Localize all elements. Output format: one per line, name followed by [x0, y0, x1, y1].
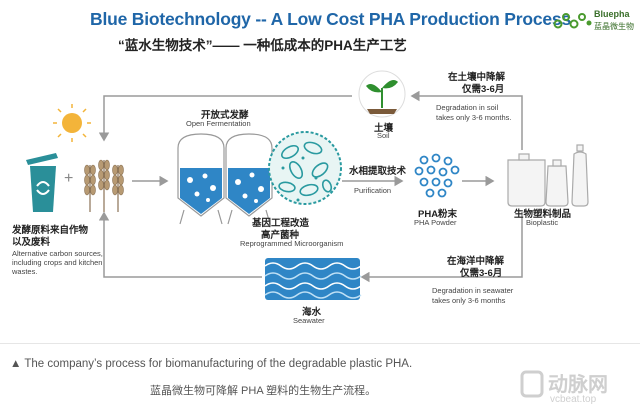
- microorganism-label-cn-2: 高产菌种: [261, 230, 300, 241]
- microorganism-label-cn-1: 基因工程改造: [252, 218, 310, 229]
- fermentation-label-cn: 开放式发酵: [201, 110, 249, 121]
- fermentation-tank-right: [225, 133, 273, 225]
- microorganism-icon: [268, 131, 342, 205]
- caption-english: ▲ The company’s process for biomanufactu…: [10, 358, 413, 370]
- feedstock-label-en-1: Alternative carbon sources,: [12, 249, 103, 258]
- feedstock-label-cn-2: 以及废料: [12, 237, 51, 248]
- loop-arrow-top: [98, 95, 352, 142]
- powder-label-cn: PHA粉末: [418, 209, 458, 220]
- watermark-sub: vcbeat.top: [550, 394, 597, 405]
- title-chinese: “蓝水生物技术”—— 一种低成本的PHA生产工艺: [118, 38, 407, 53]
- logo-name: Bluepha: [594, 9, 630, 19]
- feedstock-label-en-3: wastes.: [12, 267, 38, 276]
- fermentation-tank-left: [177, 133, 225, 225]
- seawater-label-cn: 海水: [302, 307, 322, 318]
- soil-degradation-en-1: Degradation in soil: [436, 103, 499, 112]
- soil-label-en: Soil: [377, 131, 390, 140]
- title-english: Blue Biotechnology -- A Low Cost PHA Pro…: [90, 9, 571, 29]
- microorganism-label-en: Reprogrammed Microorganism: [240, 239, 344, 248]
- pha-powder-icon: [414, 153, 460, 198]
- sun-icon: [53, 104, 91, 142]
- seawater-waves-icon: [264, 258, 362, 300]
- watermark-main: 动脉网: [548, 374, 608, 396]
- bioplastic-bottles-icon: [507, 144, 589, 207]
- soil-plant-icon: [358, 70, 406, 118]
- loop-arrow-bottom: [98, 211, 262, 278]
- powder-label-en: PHA Powder: [414, 218, 457, 227]
- logo-subtitle: 蓝晶微生物: [594, 22, 634, 31]
- soil-degradation-en-2: takes only 3-6 months.: [436, 113, 512, 122]
- caption-divider: [0, 343, 640, 344]
- fermentation-label-en: Open Fermentation: [186, 119, 251, 128]
- soil-degradation-cn-1: 在土壤中降解: [448, 72, 506, 83]
- bioplastic-label-cn: 生物塑料制品: [514, 209, 572, 220]
- feedstock-label-en-2: including crops and kitchen: [12, 258, 103, 267]
- purification-label-en: Purification: [354, 186, 392, 195]
- recycle-bin-icon: [26, 153, 58, 212]
- process-diagram: [26, 70, 589, 300]
- soil-degradation-arrow: [410, 90, 523, 150]
- seawater-label-en: Seawater: [293, 316, 325, 325]
- bluepha-logo-icon: [553, 13, 592, 29]
- sea-degradation-en-1: Degradation in seawater: [432, 286, 514, 295]
- sea-degradation-cn-2: 仅需3-6月: [460, 268, 503, 279]
- bioplastic-label-en: Bioplastic: [526, 218, 559, 227]
- feedstock-label-cn-1: 发酵原料来自作物: [12, 225, 89, 236]
- sea-degradation-arrow: [360, 212, 523, 283]
- vcbeat-watermark: 动脉网 vcbeat.top: [520, 368, 635, 410]
- bluepha-logo: Bluepha 蓝晶微生物: [553, 8, 638, 34]
- caption-chinese: 蓝晶微生物可降解 PHA 塑料的生物生产流程。: [150, 385, 377, 397]
- soil-degradation-cn-2: 仅需3-6月: [462, 84, 505, 95]
- wheat-icon: [84, 159, 124, 212]
- soil-label-cn: 土壤: [374, 123, 394, 134]
- sea-degradation-cn-1: 在海洋中降解: [447, 256, 505, 267]
- purification-label-cn: 水相提取技术: [349, 166, 407, 177]
- plus-sign: +: [64, 170, 74, 187]
- watermark-logo-icon: [520, 370, 544, 398]
- sea-degradation-en-2: takes only 3-6 months: [432, 296, 506, 305]
